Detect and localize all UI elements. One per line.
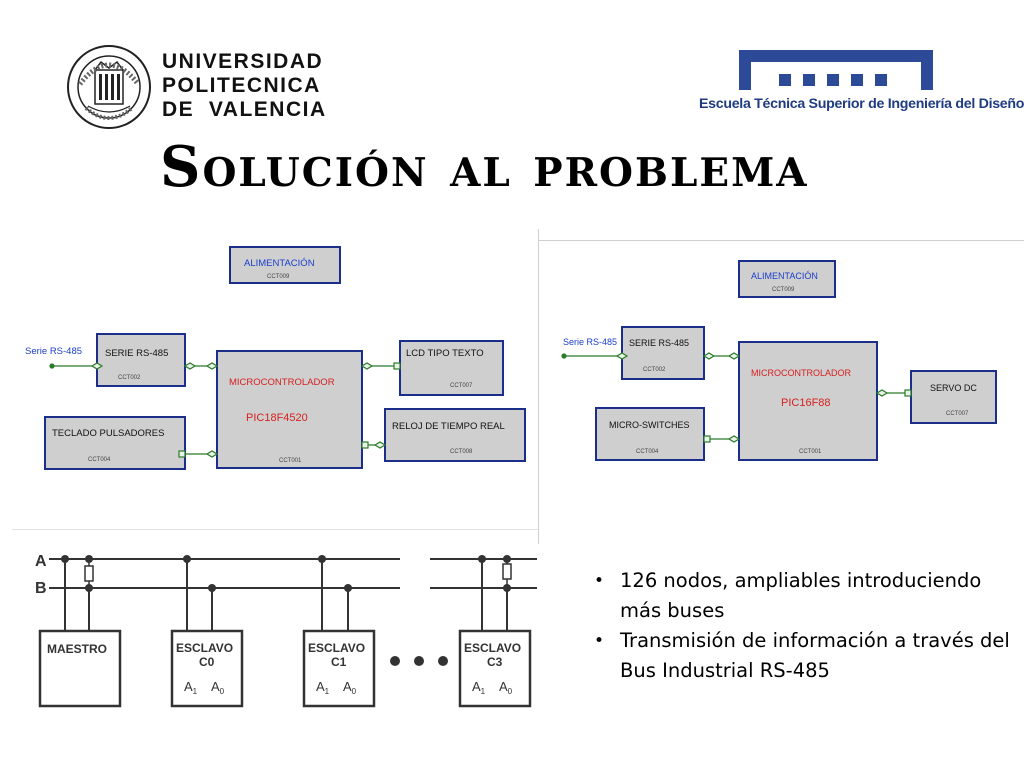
serial-block: SERIE RS-485 CCT002 bbox=[96, 333, 186, 387]
slave-id: C1 bbox=[331, 655, 347, 669]
power-block: ALIMENTACIÓN CCT009 bbox=[229, 246, 341, 284]
serial-block-code: CCT002 bbox=[643, 367, 666, 373]
keypad-block-code: CCT004 bbox=[88, 457, 111, 463]
slave-node-c0: ESCLAVO C0 A1 A0 bbox=[170, 629, 244, 708]
rs485-bus-diagram: A B MAESTRO bbox=[25, 548, 540, 713]
connections-left bbox=[49, 362, 401, 458]
power-block-code: CCT009 bbox=[772, 287, 795, 293]
keypad-block-title: TECLADO PULSADORES bbox=[52, 428, 164, 439]
bus-junctions bbox=[61, 555, 511, 592]
serial-port-label: Serie RS-485 bbox=[25, 346, 82, 357]
address-a1-label: A1 bbox=[316, 679, 330, 696]
connections-right bbox=[561, 352, 912, 443]
mcu-block-title: MICROCONTROLADOR bbox=[229, 377, 335, 388]
servo-block: SERVO DC CCT007 bbox=[910, 370, 997, 424]
serial-block-code: CCT002 bbox=[118, 375, 141, 381]
slave-label: ESCLAVO bbox=[464, 641, 521, 655]
university-name: UNIVERSIDAD POLITECNICA DE VALENCIA bbox=[162, 50, 327, 121]
master-label: MAESTRO bbox=[47, 642, 107, 656]
mcu-block-code: CCT001 bbox=[799, 449, 822, 455]
power-block-code: CCT009 bbox=[267, 274, 290, 280]
bullet-item: • Transmisión de información a través de… bbox=[590, 626, 1010, 686]
slave-node-c3: ESCLAVO C3 A1 A0 bbox=[458, 629, 532, 708]
mcu-block-title: MICROCONTROLADOR bbox=[751, 368, 852, 378]
servo-block-title: SERVO DC bbox=[930, 383, 977, 393]
address-a0-label: A0 bbox=[343, 679, 357, 696]
switches-block: MICRO-SWITCHES CCT004 bbox=[595, 407, 705, 461]
block-diagram-pic18f4520: ALIMENTACIÓN CCT009 SERIE RS-485 CCT002 … bbox=[12, 229, 539, 530]
power-block-title: ALIMENTACIÓN bbox=[751, 271, 818, 281]
block-diagram-pic16f88: ALIMENTACIÓN CCT009 SERIE RS-485 CCT002 … bbox=[538, 240, 1024, 544]
lcd-block-code: CCT007 bbox=[450, 383, 473, 389]
rtc-block-code: CCT008 bbox=[450, 449, 473, 455]
slide-title: Solución al problema bbox=[160, 134, 809, 200]
serial-port-label: Serie RS-485 bbox=[563, 337, 617, 347]
bullet-text: Transmisión de información a través del … bbox=[620, 629, 1010, 682]
power-block-title: ALIMENTACIÓN bbox=[244, 258, 315, 269]
bullet-text: 126 nodos, ampliables introduciendo más … bbox=[620, 569, 982, 622]
switches-block-code: CCT004 bbox=[636, 449, 659, 455]
bus-line-a-label: A bbox=[35, 553, 47, 570]
bus-line-b-label: B bbox=[35, 580, 47, 597]
keypad-block: TECLADO PULSADORES CCT004 bbox=[44, 416, 186, 470]
slave-id: C3 bbox=[487, 655, 503, 669]
servo-block-code: CCT007 bbox=[946, 411, 969, 417]
school-logo: Escuela Técnica Superior de Ingeniería d… bbox=[697, 36, 1024, 122]
serial-block-title: SERIE RS-485 bbox=[629, 338, 689, 348]
switches-block-title: MICRO-SWITCHES bbox=[609, 420, 690, 430]
address-a0-label: A0 bbox=[211, 679, 225, 696]
rtc-block: RELOJ DE TIEMPO REAL CCT008 bbox=[384, 408, 526, 462]
slave-node-c1: ESCLAVO C1 A1 A0 bbox=[302, 629, 376, 708]
lcd-block-title: LCD TIPO TEXTO bbox=[406, 348, 484, 359]
master-node: MAESTRO bbox=[38, 629, 122, 708]
termination-resistors bbox=[84, 559, 512, 588]
bullet-item: • 126 nodos, ampliables introduciendo má… bbox=[590, 566, 1010, 626]
school-logo-icon bbox=[739, 50, 933, 90]
address-a1-label: A1 bbox=[472, 679, 486, 696]
rtc-block-title: RELOJ DE TIEMPO REAL bbox=[392, 421, 505, 432]
lcd-block: LCD TIPO TEXTO CCT007 bbox=[399, 340, 504, 396]
serial-block: SERIE RS-485 CCT002 bbox=[621, 326, 705, 380]
node-drops bbox=[64, 559, 508, 631]
serial-block-title: SERIE RS-485 bbox=[105, 348, 168, 359]
slave-id: C0 bbox=[199, 655, 215, 669]
bullet-icon: • bbox=[594, 631, 605, 651]
mcu-block: MICROCONTROLADOR PIC18F4520 CCT001 bbox=[216, 350, 363, 469]
bullet-list: • 126 nodos, ampliables introduciendo má… bbox=[590, 566, 1010, 686]
university-seal-icon bbox=[67, 45, 151, 129]
mcu-block-chip: PIC16F88 bbox=[781, 397, 831, 409]
power-block: ALIMENTACIÓN CCT009 bbox=[738, 260, 836, 298]
school-name: Escuela Técnica Superior de Ingeniería d… bbox=[699, 96, 1024, 112]
slave-label: ESCLAVO bbox=[308, 641, 365, 655]
mcu-block-code: CCT001 bbox=[279, 458, 302, 464]
bullet-icon: • bbox=[594, 571, 605, 591]
slave-label: ESCLAVO bbox=[176, 641, 233, 655]
mcu-block-chip: PIC18F4520 bbox=[246, 412, 308, 424]
mcu-block: MICROCONTROLADOR PIC16F88 CCT001 bbox=[738, 341, 878, 461]
address-a0-label: A0 bbox=[499, 679, 513, 696]
address-a1-label: A1 bbox=[184, 679, 198, 696]
more-nodes-ellipsis bbox=[390, 656, 448, 666]
bus-gap bbox=[400, 553, 430, 593]
university-logo: UNIVERSIDAD POLITECNICA DE VALENCIA bbox=[66, 44, 328, 130]
